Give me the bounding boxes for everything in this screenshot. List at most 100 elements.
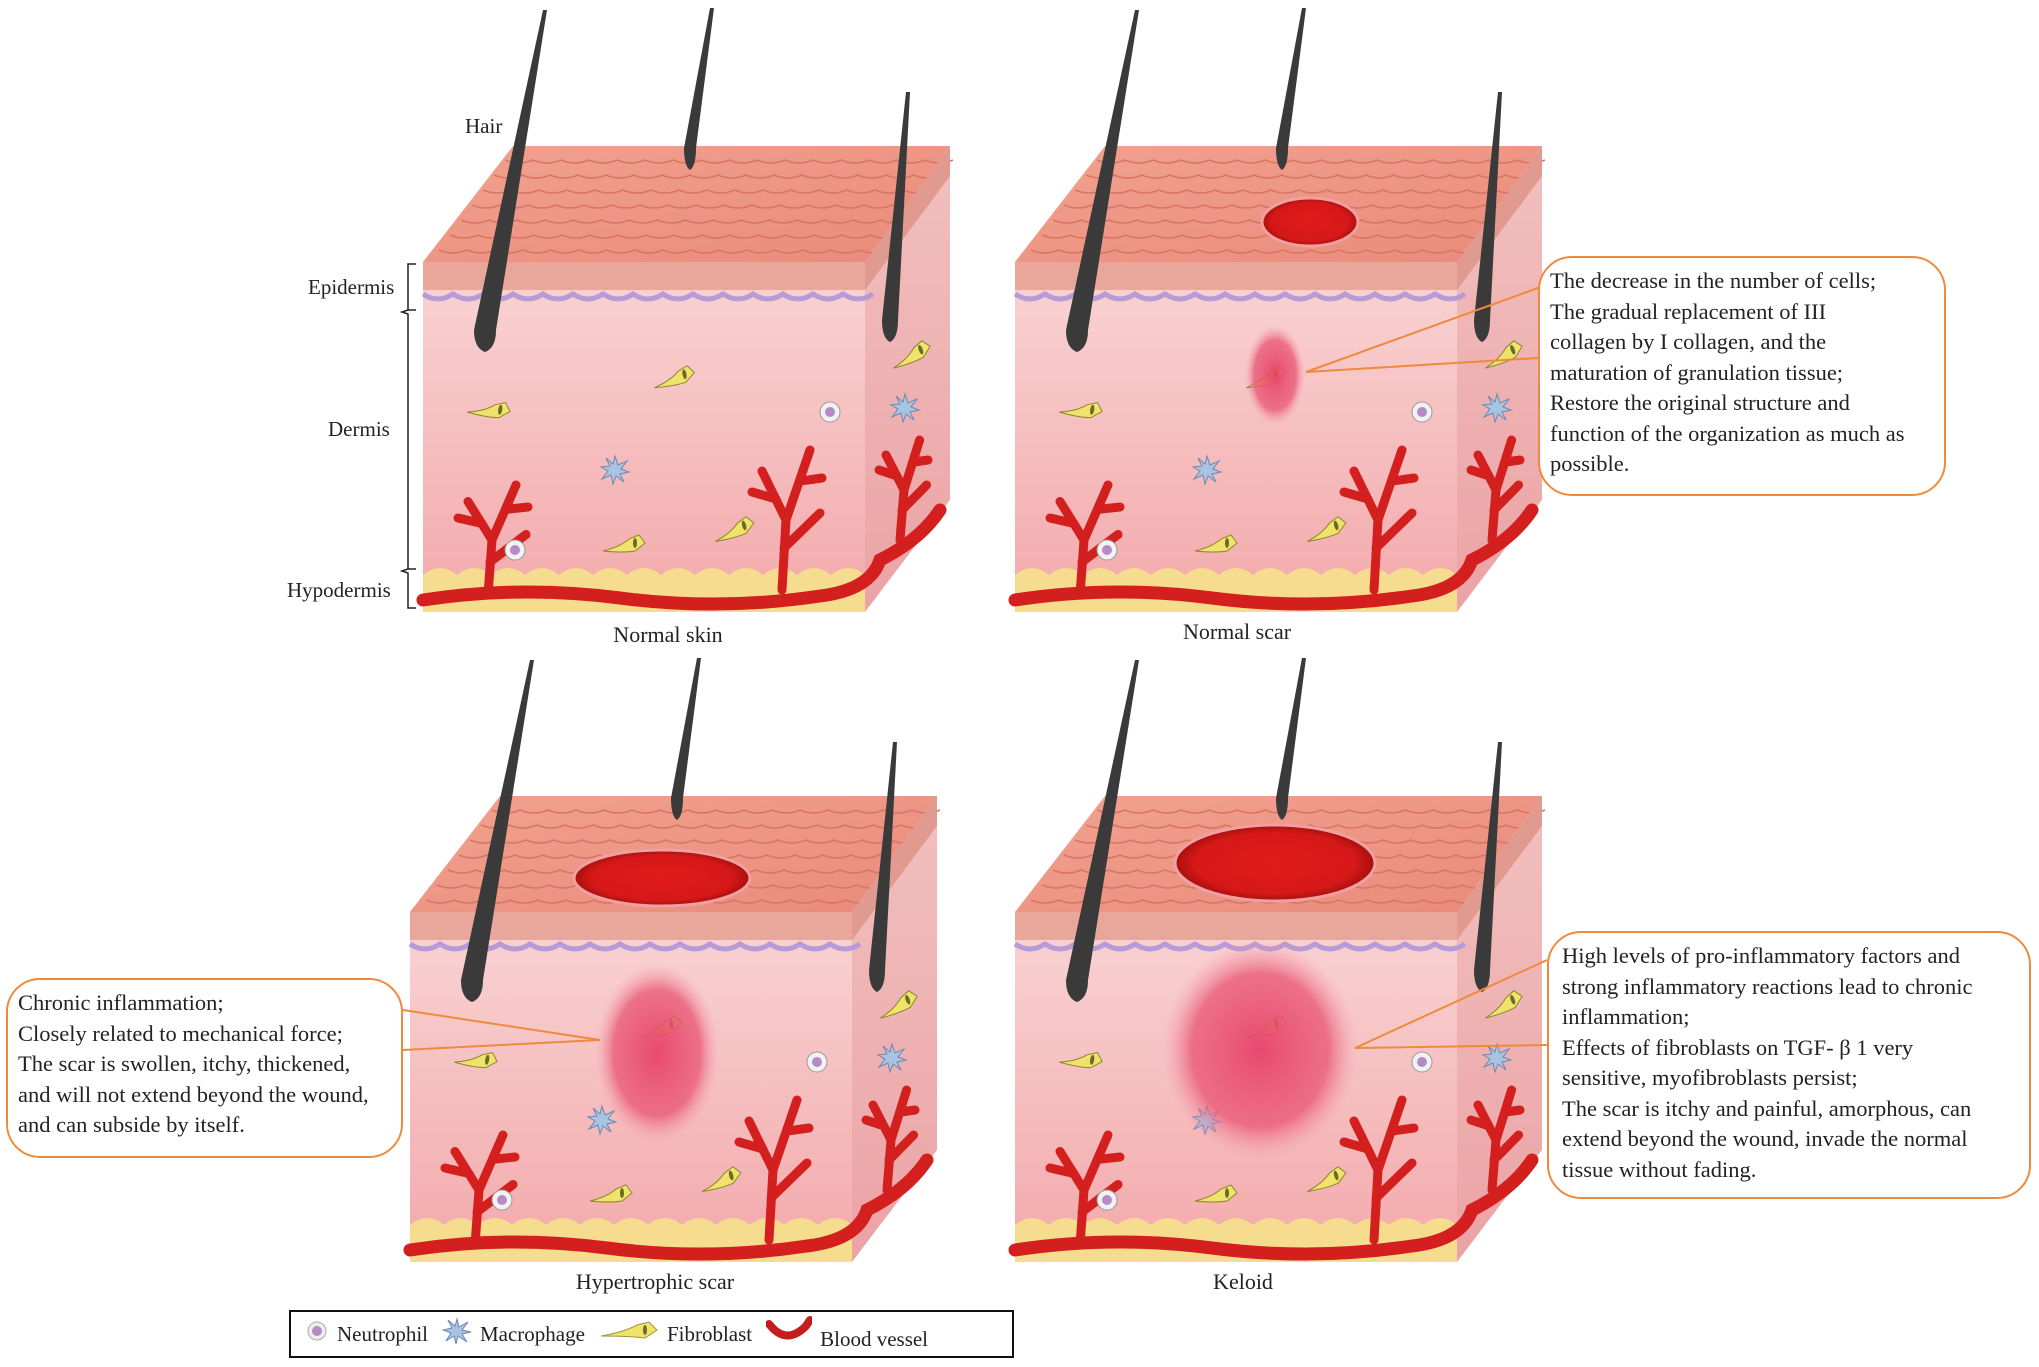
callout-leader bbox=[1354, 959, 1548, 1049]
title-normal-scar: Normal scar bbox=[1182, 619, 1292, 644]
blood-vessel-branch bbox=[1466, 1085, 1525, 1195]
fibroblast-icon bbox=[1194, 534, 1238, 553]
scar-surface bbox=[1260, 196, 1360, 248]
callout-normal-scar: The decrease in the number of cells; The… bbox=[1538, 256, 1946, 496]
neutrophil-icon bbox=[305, 1319, 337, 1349]
callout-line: and will not extend beyond the wound, bbox=[18, 1081, 369, 1107]
surface-texture bbox=[1085, 174, 1535, 179]
fibroblast-icon bbox=[715, 516, 755, 542]
neutrophil-icon bbox=[504, 539, 526, 561]
surface-texture bbox=[471, 204, 921, 209]
legend-item-neutrophil: Neutrophil bbox=[305, 1319, 428, 1349]
fibroblast-icon bbox=[1307, 516, 1347, 542]
epidermis-side bbox=[865, 146, 950, 290]
fibroblast-icon bbox=[602, 534, 646, 553]
callout-line: Effects of fibroblasts on TGF- β 1 very bbox=[1562, 1034, 1914, 1060]
blood-vessel-branch bbox=[1339, 1095, 1419, 1245]
hair-shaft bbox=[882, 92, 910, 342]
hair-shaft bbox=[1066, 660, 1139, 1002]
blood-vessel-branch bbox=[861, 1085, 920, 1195]
hair-shaft bbox=[1066, 10, 1139, 352]
callout-line: Restore the original structure and bbox=[1550, 390, 1850, 415]
surface-texture bbox=[1085, 824, 1535, 829]
surface-texture bbox=[1096, 159, 1546, 164]
epidermis-side bbox=[852, 796, 937, 940]
label-hypodermis: Hypodermis bbox=[287, 578, 391, 602]
surface-texture bbox=[460, 219, 910, 224]
skin-block-normal-scar bbox=[1008, 8, 1546, 612]
legend-label: Fibroblast bbox=[666, 1321, 753, 1346]
blood-vessel-branch bbox=[874, 435, 933, 545]
callout-line: possible. bbox=[1550, 451, 1630, 476]
skin-block-normal-skin bbox=[416, 8, 954, 612]
neutrophil-icon bbox=[491, 1189, 513, 1211]
callout-line: High levels of pro-inflammatory factors … bbox=[1562, 943, 1961, 968]
blood-vessel-main bbox=[403, 1153, 934, 1261]
blood-vessel-main bbox=[1008, 1153, 1539, 1261]
side-face bbox=[1457, 796, 1542, 1262]
legend-label: Blood vessel bbox=[820, 1326, 929, 1351]
macrophage-icon bbox=[1191, 454, 1223, 486]
neutrophil-icon bbox=[819, 401, 841, 423]
surface-texture bbox=[1096, 809, 1546, 814]
title-hypertrophic-scar: Hypertrophic scar bbox=[575, 1269, 735, 1294]
epidermis-side bbox=[1457, 796, 1542, 940]
callout-line: The decrease in the number of cells; bbox=[1550, 268, 1877, 293]
fibroblast-icon bbox=[467, 402, 511, 419]
side-face bbox=[852, 796, 937, 1262]
surface-texture bbox=[491, 809, 941, 814]
callout-line: and can subside by itself. bbox=[18, 1112, 245, 1137]
fibroblast-icon bbox=[454, 1052, 498, 1069]
surface-texture bbox=[449, 234, 899, 239]
blood-vessel-main bbox=[416, 503, 947, 611]
callout-line: The scar is itchy and painful, amorphous… bbox=[1562, 1095, 1972, 1121]
neutrophil-icon bbox=[1411, 1051, 1433, 1073]
fibroblast-icon bbox=[702, 1166, 742, 1192]
macrophage-icon bbox=[586, 1104, 618, 1136]
epidermis-side bbox=[1457, 146, 1542, 290]
blood-vessel-branch bbox=[734, 1095, 814, 1245]
hair-shaft bbox=[684, 8, 714, 170]
macrophage-icon bbox=[1481, 392, 1513, 424]
layer-bracket bbox=[399, 263, 416, 609]
callout-line: tissue without fading. bbox=[1562, 1156, 1757, 1182]
label-hair: Hair bbox=[465, 114, 503, 138]
hair-shaft bbox=[1474, 92, 1502, 342]
callout-line: Closely related to mechanical force; bbox=[18, 1020, 343, 1046]
hair-shaft bbox=[1276, 658, 1306, 820]
surface-texture bbox=[493, 174, 943, 179]
hair-shaft bbox=[461, 660, 534, 1002]
side-face bbox=[865, 146, 950, 612]
fibroblast-icon bbox=[654, 365, 696, 389]
macrophage-icon bbox=[599, 454, 631, 486]
neutrophil-icon bbox=[806, 1051, 828, 1073]
callout-hypertrophic-scar: Chronic inflammation; Closely related to … bbox=[6, 978, 403, 1158]
fibroblast-icon bbox=[893, 340, 931, 369]
label-dermis: Dermis bbox=[328, 417, 390, 441]
fibroblast-icon bbox=[1059, 1052, 1103, 1069]
scar-surface bbox=[1173, 823, 1377, 903]
side-face bbox=[1457, 146, 1542, 612]
legend-label: Neutrophil bbox=[337, 1321, 428, 1346]
fibroblast-icon bbox=[880, 990, 918, 1019]
callout-line: strong inflammatory reactions lead to ch… bbox=[1562, 973, 1973, 999]
surface-texture bbox=[1074, 189, 1524, 194]
surface-texture bbox=[1041, 234, 1491, 239]
callout-line: sensitive, myofibroblasts persist; bbox=[1562, 1065, 1858, 1090]
surface-texture bbox=[438, 249, 888, 254]
legend-item-blood-vessel: Blood vessel bbox=[765, 1316, 929, 1352]
callout-line: The scar is swollen, itchy, thickened, bbox=[18, 1051, 351, 1076]
fibroblast-icon bbox=[599, 1320, 667, 1348]
hair-shaft bbox=[474, 10, 547, 352]
neutrophil-icon bbox=[1096, 1189, 1118, 1211]
callout-line: Chronic inflammation; bbox=[18, 990, 224, 1015]
hair-shaft bbox=[1276, 8, 1306, 170]
neutrophil-icon bbox=[1411, 401, 1433, 423]
macrophage-icon bbox=[876, 1042, 908, 1074]
blood-vessel-branch bbox=[1339, 445, 1419, 595]
blood-vessel-branch bbox=[1466, 435, 1525, 545]
macrophage-icon bbox=[1481, 1042, 1513, 1074]
